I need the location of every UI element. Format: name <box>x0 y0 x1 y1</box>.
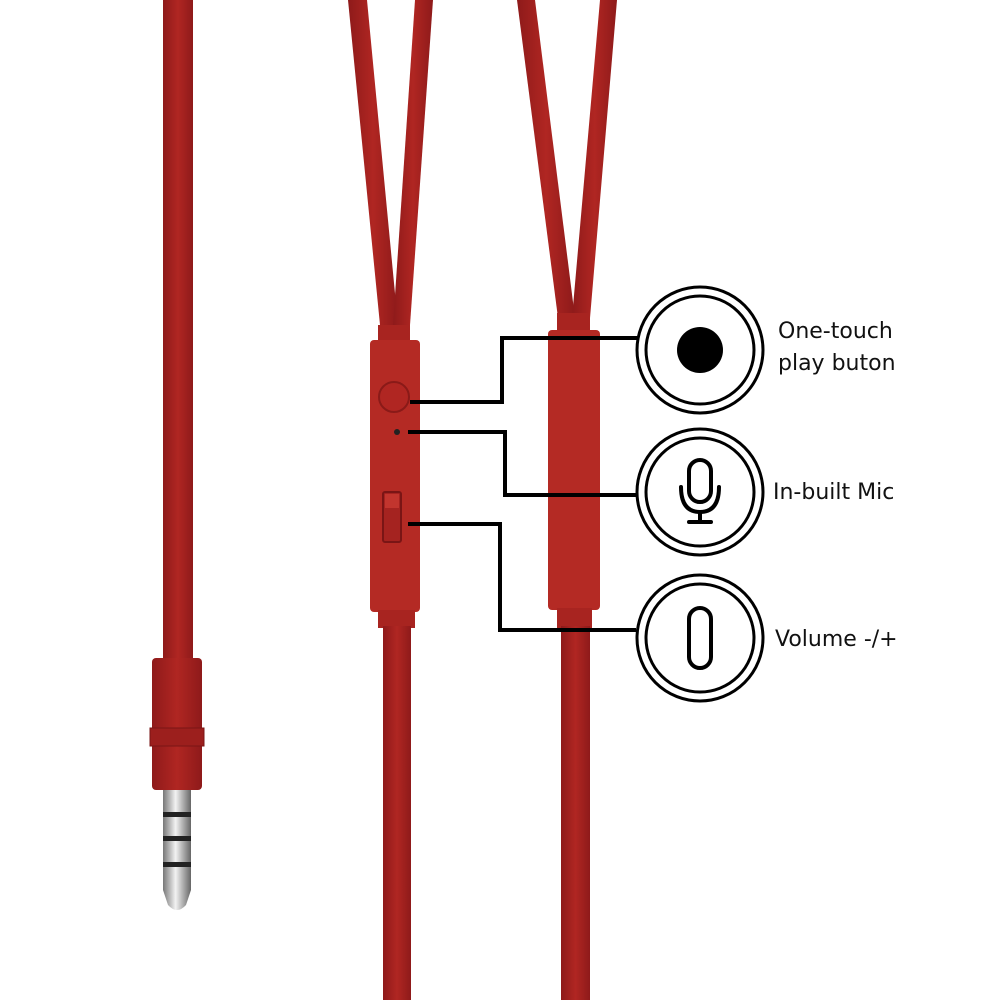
filled-circle-icon <box>677 327 723 373</box>
callout-line-volume <box>408 522 636 632</box>
volume-slider-knob[interactable] <box>385 494 399 508</box>
callout-line-mic <box>408 430 636 497</box>
label-mic: In-built Mic <box>773 480 894 505</box>
pill-slider-icon <box>687 606 713 670</box>
callout-play <box>635 285 765 415</box>
play-button[interactable] <box>378 381 410 413</box>
jack-cable <box>149 0 205 910</box>
left-earphone-cable <box>348 0 433 1000</box>
mic-hole <box>394 429 400 435</box>
label-play-line2: play buton <box>778 351 896 376</box>
label-volume: Volume -/+ <box>775 627 898 652</box>
callout-line-play <box>410 336 640 404</box>
label-play-line1: One-touch <box>778 319 893 344</box>
callout-volume <box>635 573 765 703</box>
right-earphone-cable <box>517 0 617 1000</box>
callout-mic <box>635 427 765 557</box>
callout-lines <box>408 336 640 632</box>
microphone-icon <box>679 458 721 524</box>
